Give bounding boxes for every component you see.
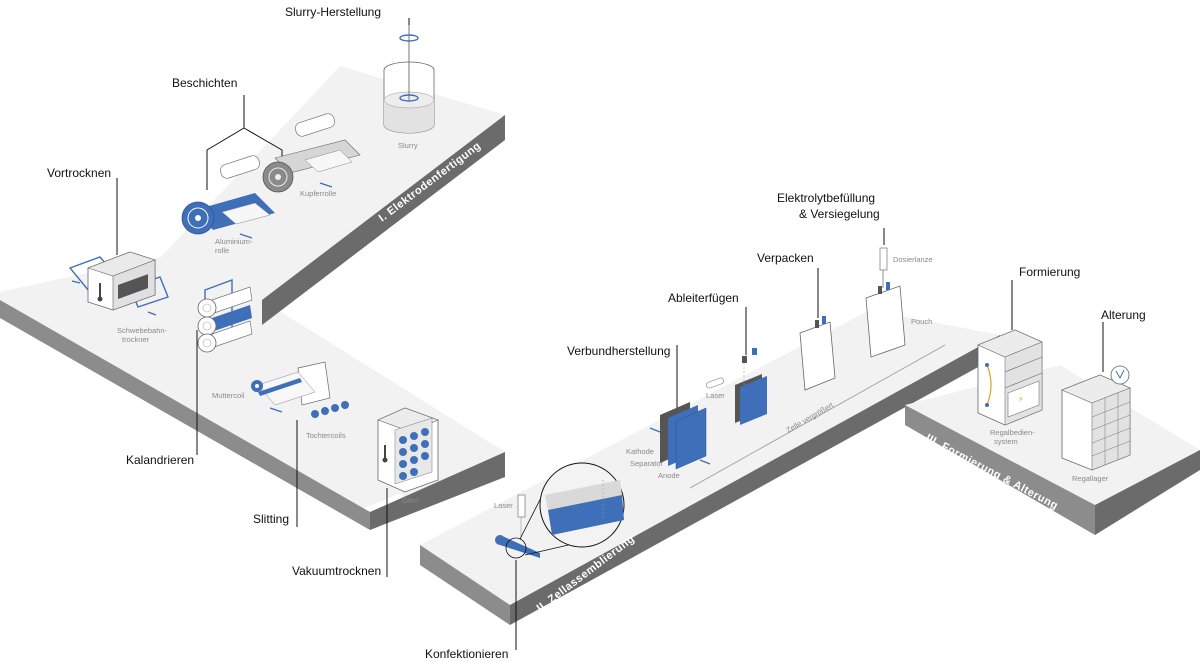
label-predrying: Vortrocknen [47,166,111,180]
label-filling-2: & Versiegelung [799,207,880,221]
label-slurry: Slurry-Herstellung [285,5,381,19]
caption-lance: Dosierlanze [893,255,933,264]
label-vacuum: Vakuumtrocknen [292,564,381,578]
label-tab-joining: Ableiterfügen [668,291,739,305]
label-aging: Alterung [1101,308,1146,322]
platform-assembly [420,310,1000,625]
caption-dryer-2: trockner [122,335,150,344]
caption-rack-1: Regalbedien- [990,428,1035,437]
label-cutting: Konfektionieren [425,647,508,661]
caption-slurry: Slurry [398,141,418,150]
calender-machine-icon [197,278,253,353]
tab-joining-icon [706,348,767,425]
label-calendering: Kalandrieren [126,453,194,467]
caption-separator: Separator [630,459,663,468]
slurry-mixer-icon [383,25,435,134]
caption-storage: Regallager [1072,474,1109,483]
aging-storage-icon [1061,365,1131,471]
caption-dryer-1: Schwebebahn- [117,326,168,335]
label-filling-1: Elektrolytbefüllung [777,191,875,205]
coating-machine-icon [181,113,361,239]
label-formation: Formierung [1019,265,1080,279]
formation-rack-icon: ⚡ [977,329,1043,426]
caption-oven: Ofen [402,496,418,505]
caption-rack-2: system [994,437,1018,446]
label-stacking: Verbundherstellung [567,344,670,358]
caption-copper: Kupferrolle [300,189,336,198]
stacking-icon [649,402,711,470]
caption-daughter-coils: Tochtercoils [306,431,346,440]
caption-cathode: Kathode [626,447,654,456]
oven-machine-icon [377,407,439,493]
svg-text:⚡: ⚡ [1018,395,1024,404]
caption-laser-2: Laser [706,391,725,400]
pouch-packaging-icon [799,316,836,391]
caption-pouch: Pouch [911,317,932,326]
label-packaging: Verpacken [757,251,814,265]
caption-alu-2: rolle [215,246,229,255]
label-slitting: Slitting [253,512,289,526]
filling-station-icon [865,247,906,358]
dryer-machine-icon [68,251,169,316]
caption-mother-coil: Muttercoil [212,391,245,400]
laser-cutting-icon [495,462,625,559]
slitting-machine-icon [251,361,349,418]
caption-anode: Anode [658,471,680,480]
label-coating: Beschichten [172,76,237,90]
caption-alu-1: Aluminium- [215,237,253,246]
caption-laser-1: Laser [494,501,513,510]
